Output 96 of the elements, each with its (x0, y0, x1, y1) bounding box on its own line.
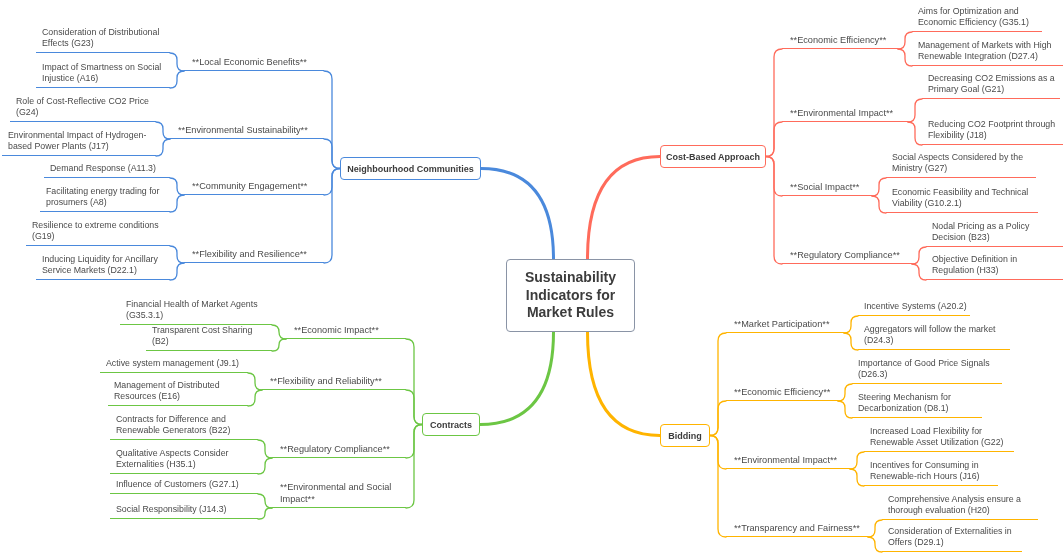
indicator-label: Objective Definition in Regulation (H33) (926, 253, 1063, 280)
subtopic-label: **Environmental Impact** (782, 106, 908, 122)
connector-line (867, 536, 883, 553)
indicator-label: Role of Cost-Reflective CO2 Price (G24) (10, 95, 156, 122)
connector-line (837, 383, 853, 402)
branch-topic-box: Bidding (660, 424, 710, 447)
connector-line (911, 246, 927, 265)
indicator-label: Management of Distributed Resources (E16) (108, 379, 248, 406)
indicator-label: Reducing CO2 Footprint through Flexibility (J18) (922, 118, 1063, 145)
subtopic-label: **Economic Efficiency** (782, 33, 898, 49)
connector-line (709, 434, 727, 538)
indicator-label: Influence of Customers (G27.1) (110, 479, 258, 494)
indicator-label: Resilience to extreme conditions (G19) (26, 219, 170, 246)
connector-line (169, 194, 185, 213)
connector-line (155, 121, 171, 140)
subtopic-label: **Economic Efficiency** (726, 385, 838, 401)
connector-line (911, 263, 927, 281)
indicator-label: Importance of Good Price Signals (D26.3) (852, 357, 1002, 384)
connector-line (871, 177, 887, 197)
connector-line (257, 457, 273, 475)
subtopic-label: **Environmental Impact** (726, 453, 850, 469)
central-topic-box: Sustainability Indicators for Market Rules (506, 259, 635, 332)
connector-line (907, 121, 923, 146)
indicator-label: Demand Response (A11.3) (44, 163, 170, 178)
connector-line (323, 167, 341, 264)
connector-line (837, 400, 853, 419)
branch-topic-box: Cost-Based Approach (660, 145, 766, 168)
connector-line (247, 372, 263, 391)
connector-line (271, 324, 287, 340)
connector-line (709, 400, 727, 437)
indicator-label: Comprehensive Analysis ensure a thorough evaluation (H20) (882, 493, 1038, 520)
connector-line (843, 315, 859, 334)
connector-line (169, 262, 185, 281)
connector-line (271, 338, 287, 352)
subtopic-label: **Regulatory Compliance** (782, 248, 912, 264)
connector-line (257, 507, 273, 520)
connector-line (907, 98, 923, 123)
connector-line (169, 70, 185, 89)
subtopic-label: **Community Engagement** (184, 179, 324, 195)
indicator-label: Decreasing CO2 Emissions as a Primary Goal (G21) (922, 72, 1060, 99)
subtopic-label: **Flexibility and Reliability** (262, 374, 406, 390)
connector-line (871, 195, 887, 214)
connector-line (867, 519, 883, 538)
indicator-label: Qualitative Aspects Consider Externalities (H35.1) (110, 447, 258, 474)
connector-line (586, 330, 662, 437)
subtopic-label: **Environmental and Social Impact** (272, 480, 406, 508)
indicator-label: Nodal Pricing as a Policy Decision (B23) (926, 220, 1063, 247)
subtopic-label: **Market Participation** (726, 317, 844, 333)
connector-line (169, 177, 185, 196)
connector-line (169, 245, 185, 264)
indicator-label: Consideration of Externalities in Offers (D29.1) (882, 525, 1022, 552)
indicator-label: Aims for Optimization and Economic Efficiency (G35.1) (912, 5, 1042, 32)
indicator-label: Financial Health of Market Agents (G35.3.1) (120, 298, 272, 325)
indicator-label: Facilitating energy trading for prosumers (A8) (40, 185, 170, 212)
indicator-label: Consideration of Distributional Effects (G23) (36, 26, 170, 53)
indicator-label: Transparent Cost Sharing (B2) (146, 324, 272, 351)
connector-line (897, 48, 913, 67)
subtopic-label: **Environmental Sustainability** (170, 123, 324, 139)
indicator-label: Economic Feasibility and Technical Viability (G10.2.1) (886, 186, 1038, 213)
subtopic-label: **Flexibility and Resilience** (184, 247, 324, 263)
indicator-label: Aggregators will follow the market (D24.3) (858, 323, 1010, 350)
indicator-label: Incentives for Consuming in Renewable-rich Hours (J16) (864, 459, 998, 486)
subtopic-label: **Social Impact** (782, 180, 872, 196)
connector-line (247, 389, 263, 407)
connector-line (843, 332, 859, 351)
indicator-label: Contracts for Difference and Renewable Generators (B22) (110, 413, 258, 440)
connector-line (479, 167, 555, 261)
connector-line (849, 468, 865, 487)
indicator-label: Social Aspects Considered by the Ministry (G27) (886, 151, 1036, 178)
subtopic-label: **Regulatory Compliance** (272, 442, 406, 458)
connector-line (849, 451, 865, 470)
indicator-label: Management of Markets with High Renewable Integration (D27.4) (912, 39, 1063, 66)
indicator-label: Incentive Systems (A20.2) (858, 301, 970, 316)
branch-topic-box: Contracts (422, 413, 480, 436)
indicator-label: Impact of Smartness on Social Injustice (A16) (36, 61, 170, 88)
connector-line (257, 439, 273, 459)
indicator-label: Social Responsibility (J14.3) (110, 504, 258, 519)
subtopic-label: **Economic Impact** (286, 323, 406, 339)
connector-line (765, 121, 783, 158)
subtopic-label: **Transparency and Fairness** (726, 521, 868, 537)
connector-line (323, 138, 341, 170)
indicator-label: Active system management (J9.1) (100, 358, 248, 373)
indicator-label: Steering Mechanism for Decarbonization (D8.1) (852, 391, 982, 418)
connector-line (478, 330, 555, 426)
connector-line (405, 423, 423, 509)
connector-line (405, 389, 423, 426)
indicator-label: Inducing Liquidity for Ancillary Service Markets (D22.1) (36, 253, 170, 280)
indicator-label: Environmental Impact of Hydrogen-based Power Plants (J17) (2, 129, 156, 156)
connector-line (897, 31, 913, 50)
indicator-label: Increased Load Flexibility for Renewable Asset Utilization (G22) (864, 425, 1014, 452)
connector-line (155, 138, 171, 157)
connector-line (586, 155, 662, 261)
connector-line (765, 155, 783, 265)
subtopic-label: **Local Economic Benefits** (184, 55, 324, 71)
connector-line (169, 52, 185, 72)
branch-topic-box: Neighbourhood Communities (340, 157, 481, 180)
